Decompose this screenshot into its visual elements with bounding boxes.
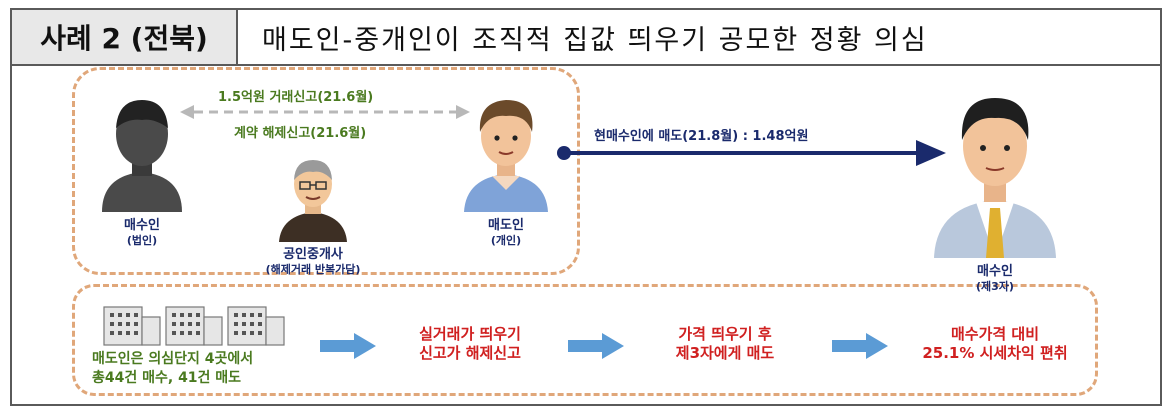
flow-step-1-line-1: 매도인은 의심단지 4곳에서: [92, 351, 254, 367]
flow-arrow-2: [568, 333, 624, 359]
seller-name: 매도인: [488, 218, 524, 233]
report-label: 1.5억원 거래신고(21.6월): [218, 90, 374, 105]
case-label: 사례 2 (전북): [12, 10, 238, 64]
buyer-third-sub: (제3자): [976, 280, 1014, 293]
buyer-corp-name: 매수인: [124, 218, 160, 233]
transaction-group: [72, 67, 580, 275]
buyer-corp-figure: [102, 100, 182, 212]
seller-figure: [464, 100, 548, 212]
cancel-label: 계약 해제신고(21.6월): [234, 126, 367, 141]
agent-name: 공인중개사: [283, 247, 343, 262]
buyer-corp-sub: (법인): [126, 234, 158, 247]
flow-arrow-1: [320, 333, 376, 359]
flow-group: [72, 284, 1098, 396]
flow-step-4-line-2: 25.1% 시세차익 편취: [922, 344, 1068, 362]
sale-arrow: [557, 140, 946, 166]
buyer-third-name: 매수인: [977, 264, 1013, 279]
flow-step-4-line-1: 매수가격 대비: [950, 325, 1040, 343]
agent-figure: [279, 160, 347, 242]
report-arrow: [180, 105, 470, 119]
agent-sub: (해제거래 반복가담): [265, 263, 361, 276]
page-title: 매도인-중개인이 조직적 집값 띄우기 공모한 정황 의심: [262, 24, 928, 56]
seller-sub: (개인): [490, 234, 522, 247]
buyer-third-figure: [934, 98, 1056, 258]
flow-step-2-line-1: 실거래가 띄우기: [419, 325, 521, 343]
header-bar: 사례 2 (전북) 매도인-중개인이 조직적 집값 띄우기 공모한 정황 의심: [12, 10, 1160, 66]
flow-step-2-line-2: 신고가 해제신고: [419, 344, 521, 362]
apartment-buildings-icon: [103, 306, 285, 346]
flow-step-3-line-1: 가격 띄우기 후: [678, 325, 772, 343]
flow-step-3-line-2: 제3자에게 매도: [675, 344, 775, 362]
sale-label: 현매수인에 매도(21.8월) : 1.48억원: [594, 129, 809, 144]
flow-arrow-3: [832, 333, 888, 359]
flow-step-1-line-2: 총44건 매수, 41건 매도: [92, 370, 242, 386]
